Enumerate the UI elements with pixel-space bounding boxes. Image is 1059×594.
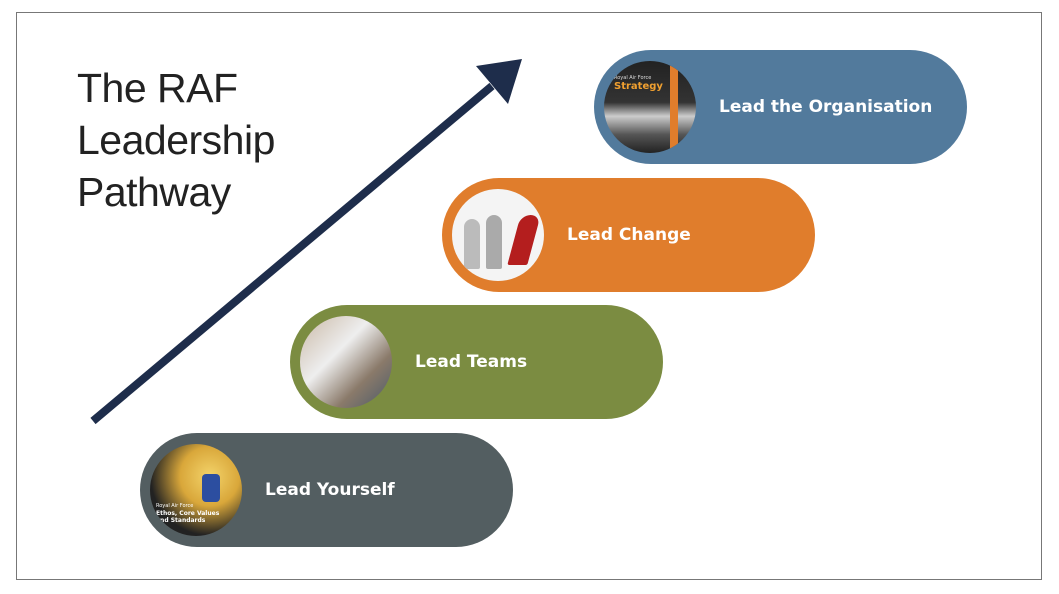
image-caption-small: Royal Air Force bbox=[614, 75, 652, 81]
slide-frame bbox=[16, 12, 1042, 580]
image-caption: Ethos, Core Values and Standards bbox=[156, 510, 220, 524]
step-label: Lead Yourself bbox=[265, 480, 395, 500]
title-line-1: The RAF bbox=[77, 65, 238, 111]
strategy-book-image: Royal Air Force Strategy bbox=[604, 61, 696, 153]
step-lead-change[interactable]: Lead Change bbox=[442, 178, 815, 292]
image-caption-small: Royal Air Force bbox=[156, 503, 194, 509]
step-label: Lead Teams bbox=[415, 352, 528, 372]
image-caption: Strategy bbox=[614, 81, 663, 92]
teams-meeting-image bbox=[300, 316, 392, 408]
step-lead-teams[interactable]: Lead Teams bbox=[290, 305, 663, 419]
step-label: Lead Change bbox=[567, 225, 691, 245]
step-lead-the-organisation[interactable]: Royal Air Force Strategy Lead the Organi… bbox=[594, 50, 967, 164]
title-line-3: Pathway bbox=[77, 169, 231, 215]
title-line-2: Leadership bbox=[77, 117, 275, 163]
change-figures-image bbox=[452, 189, 544, 281]
slide-title: The RAF Leadership Pathway bbox=[77, 62, 275, 218]
step-label: Lead the Organisation bbox=[719, 97, 933, 117]
